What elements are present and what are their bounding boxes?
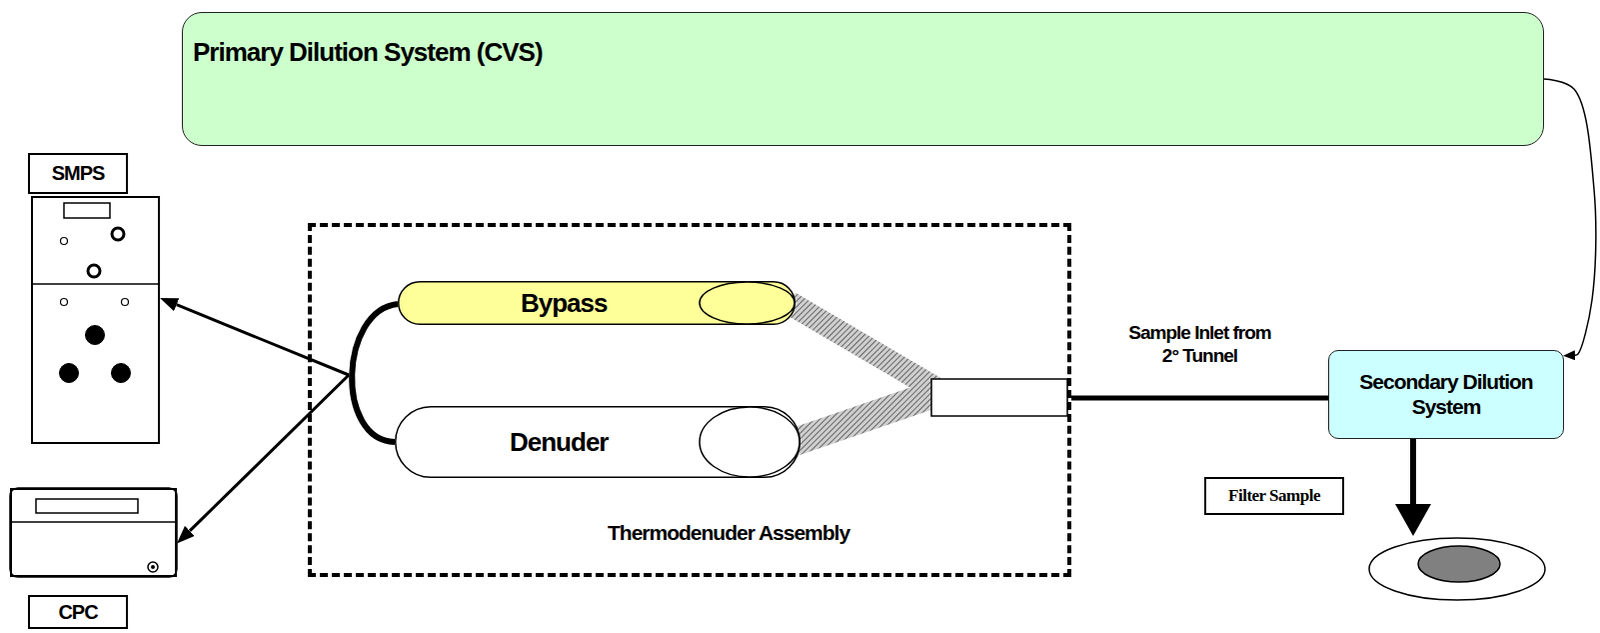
instrument-box: CPC: [9, 487, 177, 577]
denuder-tube: Denuder: [394, 405, 801, 478]
node-label: Primary Dilution System (CVS): [192, 36, 543, 68]
dish-outline: [1367, 535, 1548, 602]
instrument-label: Filter Sample: [1204, 476, 1345, 515]
denuder-tube: Bypass: [397, 280, 796, 325]
instrument-label: CPC: [27, 594, 128, 629]
connecting-tube: [351, 303, 398, 442]
connector: [189, 374, 349, 531]
smps-panel: [30, 202, 160, 383]
splitter-arm: [789, 302, 935, 388]
connector: [1544, 78, 1597, 355]
node-label: Secondary Dilution System: [1356, 369, 1537, 418]
filter-dish: Filter Sample: [1367, 535, 1548, 602]
inlet-tube: [931, 378, 1068, 416]
edge-label: Sample Inlet from 2° Tunnel: [1123, 321, 1278, 368]
cpc-panel: [9, 487, 177, 577]
dilution-tunnel-box: Primary Dilution System (CVS): [181, 11, 1545, 146]
instrument-label: SMPS: [27, 152, 128, 194]
connector: [1410, 438, 1417, 504]
connector: [176, 304, 349, 375]
node-label: Thermodenuder Assembly: [607, 520, 850, 545]
node-label: Denuder: [509, 405, 608, 478]
instrument-box: SMPS: [30, 195, 160, 444]
connector: [1071, 395, 1329, 401]
splitter-arm: [794, 393, 935, 442]
assembly-boundary: BypassDenuderThermodenuder Assembly: [307, 222, 1072, 577]
node-label: Bypass: [520, 280, 608, 325]
dilution-box: Secondary Dilution System: [1328, 349, 1565, 439]
